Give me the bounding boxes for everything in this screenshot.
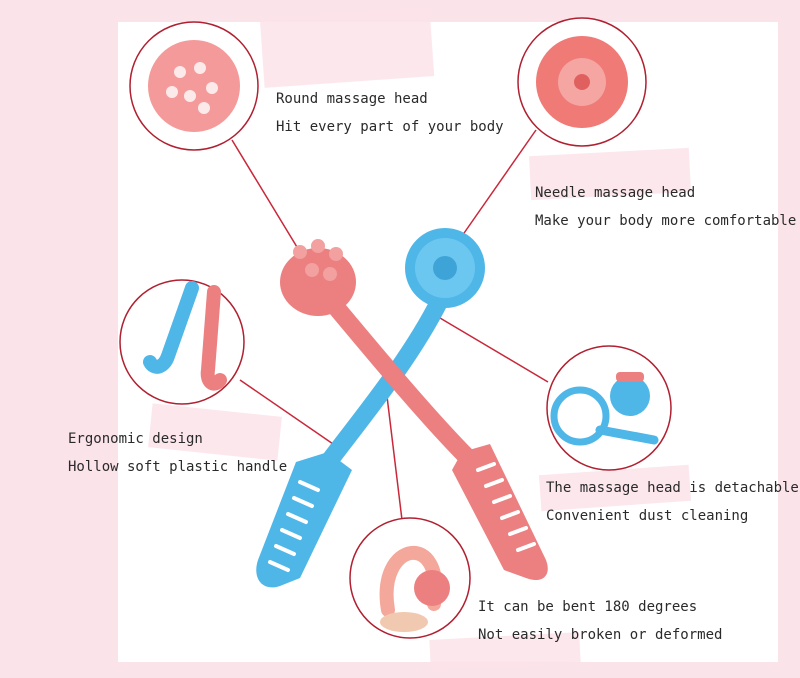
feature-title: Needle massage head: [535, 185, 696, 201]
callout-line-bendable: [385, 387, 403, 521]
feature-title: Round massage head: [276, 91, 428, 107]
feature-title: The massage head is detachable: [546, 480, 799, 496]
inset-handles: [119, 279, 245, 405]
callout-line-detachable: [439, 317, 549, 383]
feature-ergonomic: Ergonomic design Hollow soft plastic han…: [68, 429, 287, 485]
feature-round-head: Round massage head Hit every part of you…: [276, 89, 504, 145]
feature-needle-head: Needle massage head Make your body more …: [535, 183, 796, 239]
feature-title: Ergonomic design: [68, 431, 203, 447]
feature-desc: Hit every part of your body: [276, 119, 504, 135]
feature-detachable: The massage head is detachable Convenien…: [546, 478, 799, 534]
pink-brush: [280, 239, 548, 580]
feature-title: It can be bent 180 degrees: [478, 599, 698, 615]
inset-needle-head: [517, 17, 647, 147]
feature-desc: Make your body more comfortable: [535, 213, 797, 229]
feature-desc: Hollow soft plastic handle: [68, 459, 288, 475]
feature-bendable: It can be bent 180 degrees Not easily br…: [478, 597, 722, 653]
callout-lines: [231, 129, 549, 521]
feature-desc: Not easily broken or deformed: [478, 627, 723, 643]
feature-desc: Convenient dust cleaning: [546, 508, 749, 524]
callout-line-needle-head: [461, 129, 537, 237]
callout-line-handle: [239, 379, 337, 447]
blue-brush: [256, 228, 485, 588]
callout-line-round-head: [231, 139, 301, 253]
inset-bendable: [349, 517, 471, 639]
inset-detachable: [546, 345, 672, 471]
inset-round-head: [129, 21, 259, 151]
